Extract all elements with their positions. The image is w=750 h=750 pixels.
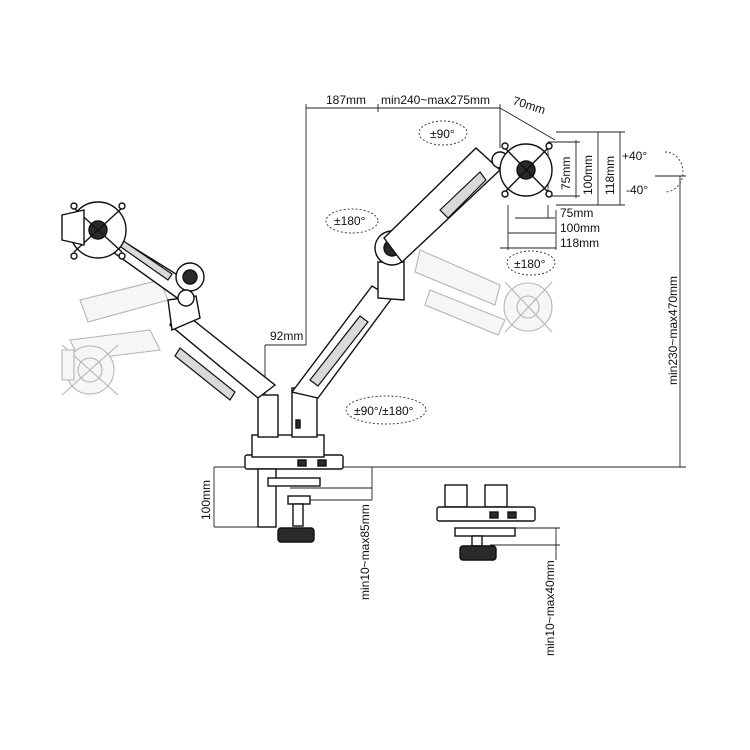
label-grommet-range: min10~max40mm (543, 560, 557, 656)
label-vesa-75-vertical: 75mm (559, 157, 573, 190)
label-vesa-75-horizontal: 75mm (560, 206, 593, 220)
left-arm (109, 237, 277, 401)
dimension-labels: 187mm min240~max275mm 70mm ±90° 75mm 100… (199, 93, 680, 656)
label-clamp-depth: 100mm (199, 480, 213, 520)
ghost-right-monitor-position (414, 249, 553, 336)
left-vesa-head (61, 201, 127, 260)
grommet-assembly (436, 484, 536, 561)
label-height-range: min230~max470mm (666, 276, 680, 385)
base-assembly (244, 387, 344, 543)
label-92mm: 92mm (270, 329, 303, 343)
label-vesa-100-vertical: 100mm (581, 155, 595, 195)
label-clamp-range: min10~max85mm (358, 504, 372, 600)
rotation-indicators (325, 120, 684, 425)
label-vesa-118-vertical: 118mm (603, 156, 617, 195)
label-187mm: 187mm (326, 93, 366, 107)
label-tilt-up: +40° (622, 149, 647, 163)
label-70mm: 70mm (511, 94, 547, 118)
ghost-left-monitor-position (61, 279, 169, 396)
right-vesa-head (499, 142, 553, 198)
label-top-reach: min240~max275mm (381, 93, 490, 107)
label-tilt-down: -40° (626, 183, 648, 197)
dimension-lines (213, 104, 686, 560)
label-base-rotation: ±90°/±180° (354, 404, 414, 418)
right-arm (290, 147, 509, 399)
label-vesa-118-horizontal: 118mm (560, 236, 599, 250)
label-vesa-100-horizontal: 100mm (560, 221, 600, 235)
label-swivel-180-arm: ±180° (334, 214, 366, 228)
label-rotate-90: ±90° (430, 127, 455, 141)
label-swivel-180-head: ±180° (514, 257, 546, 271)
